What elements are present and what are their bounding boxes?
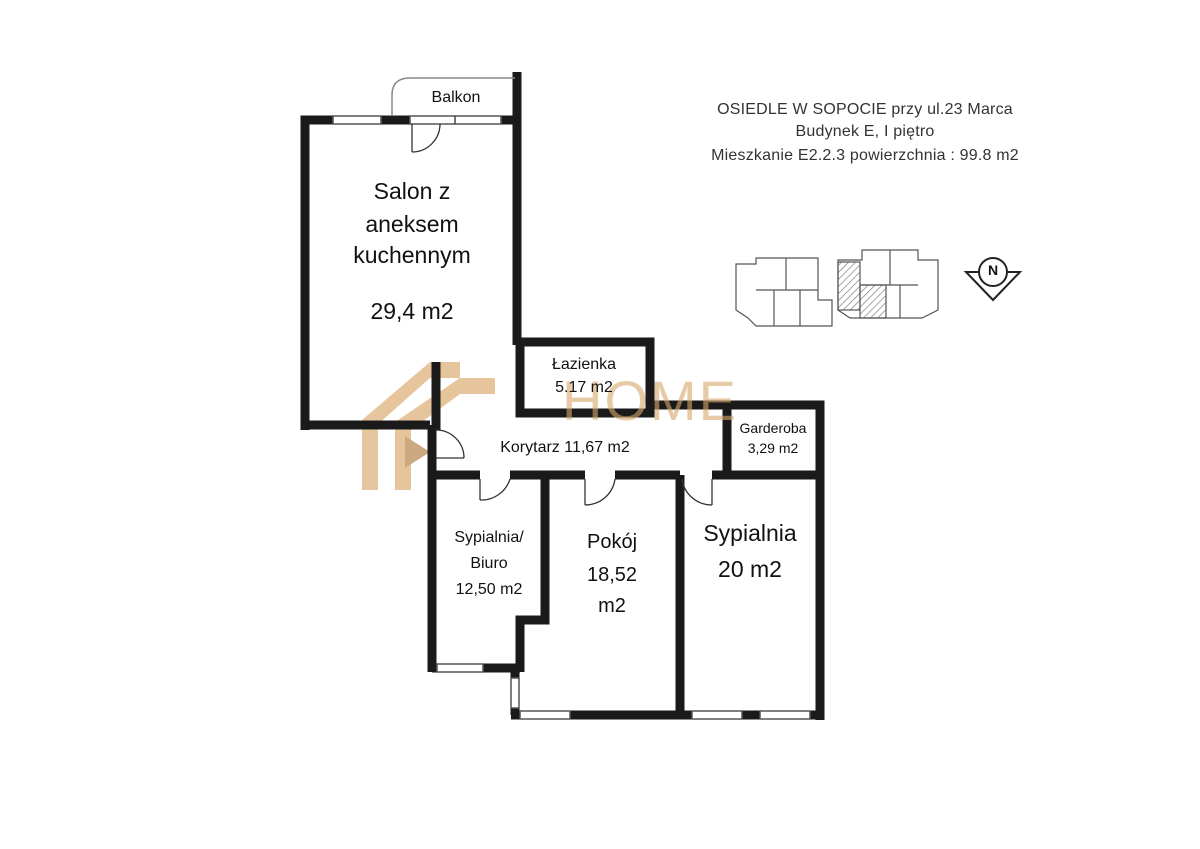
room-korytarz-label: Korytarz 11,67 m2 [500,439,630,456]
watermark-text: HOME [562,369,738,432]
walls [300,72,825,720]
room-garderoba-area: 3,29 m2 [747,440,799,456]
room-pokoj-area-unit: m2 [598,595,626,617]
room-garderoba-name: Garderoba [739,420,807,436]
room-sypialnia-name: Sypialnia [703,520,797,546]
apartment-info: Mieszkanie E2.2.3 powierzchnia : 99.8 m2 [711,147,1019,164]
north-arrow-icon [963,257,1023,302]
room-salon-name-3: kuchennym [353,242,471,268]
room-salon-name-1: Salon z [373,178,451,204]
room-balkon-label: Balkon [431,89,481,106]
compass-label: N [987,262,999,278]
room-salon-name-2: aneksem [365,211,459,237]
room-sypialnia-biuro-name-2: Biuro [470,555,508,572]
room-pokoj-area-value: 18,52 [586,564,638,586]
room-sypialnia-area: 20 m2 [718,556,782,582]
windows [332,115,811,720]
room-sypialnia-biuro-area: 12,50 m2 [455,581,523,598]
building-info: Budynek E, I piętro [795,123,935,140]
balcony-outline [391,77,515,116]
watermark-logo [362,362,495,490]
room-sypialnia-biuro-name-1: Sypialnia/ [454,529,524,546]
room-pokoj-name: Pokój [586,531,638,553]
room-lazienka-area: 5.17 m2 [555,379,613,396]
project-title: OSIEDLE W SOPOCIE przy ul.23 Marca [717,101,1013,118]
key-plan [735,249,939,327]
room-salon-area: 29,4 m2 [370,298,454,324]
doors [411,123,713,506]
room-lazienka-name: Łazienka [551,356,617,373]
